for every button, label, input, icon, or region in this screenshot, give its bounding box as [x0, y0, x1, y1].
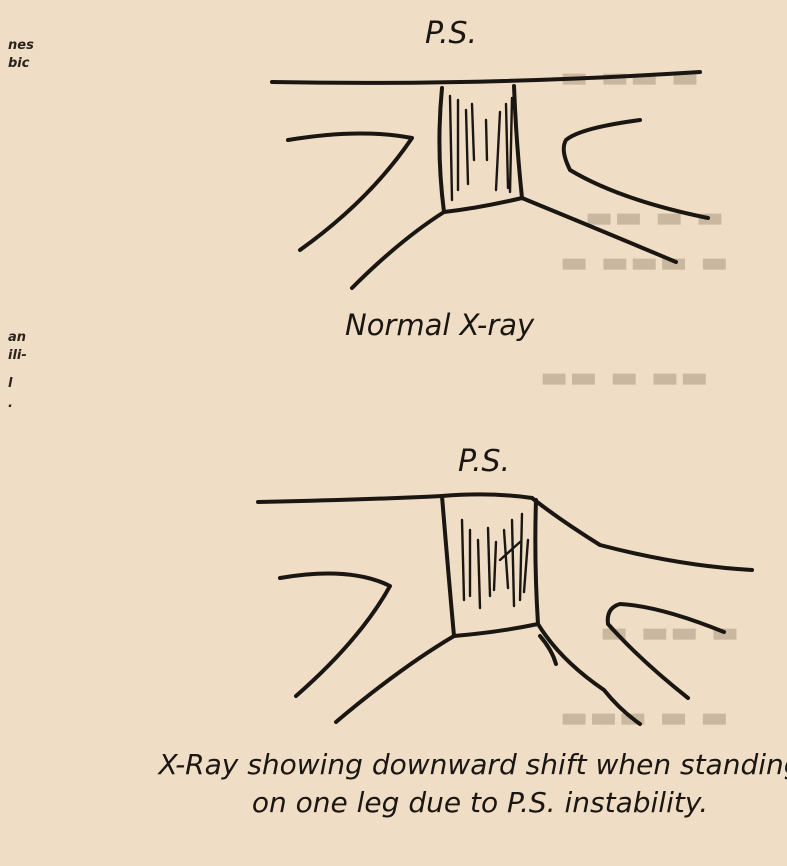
normal-pubic-symphysis-sketch — [272, 72, 708, 288]
diagram-2-caption: X-Ray showing downward shift when standi… — [150, 746, 787, 822]
diagram-1-caption: Normal X-ray — [345, 308, 534, 342]
diagram-1-label: P.S. — [425, 16, 477, 51]
shifted-pubic-symphysis-sketch — [258, 494, 752, 724]
diagram-2-label: P.S. — [458, 444, 510, 479]
